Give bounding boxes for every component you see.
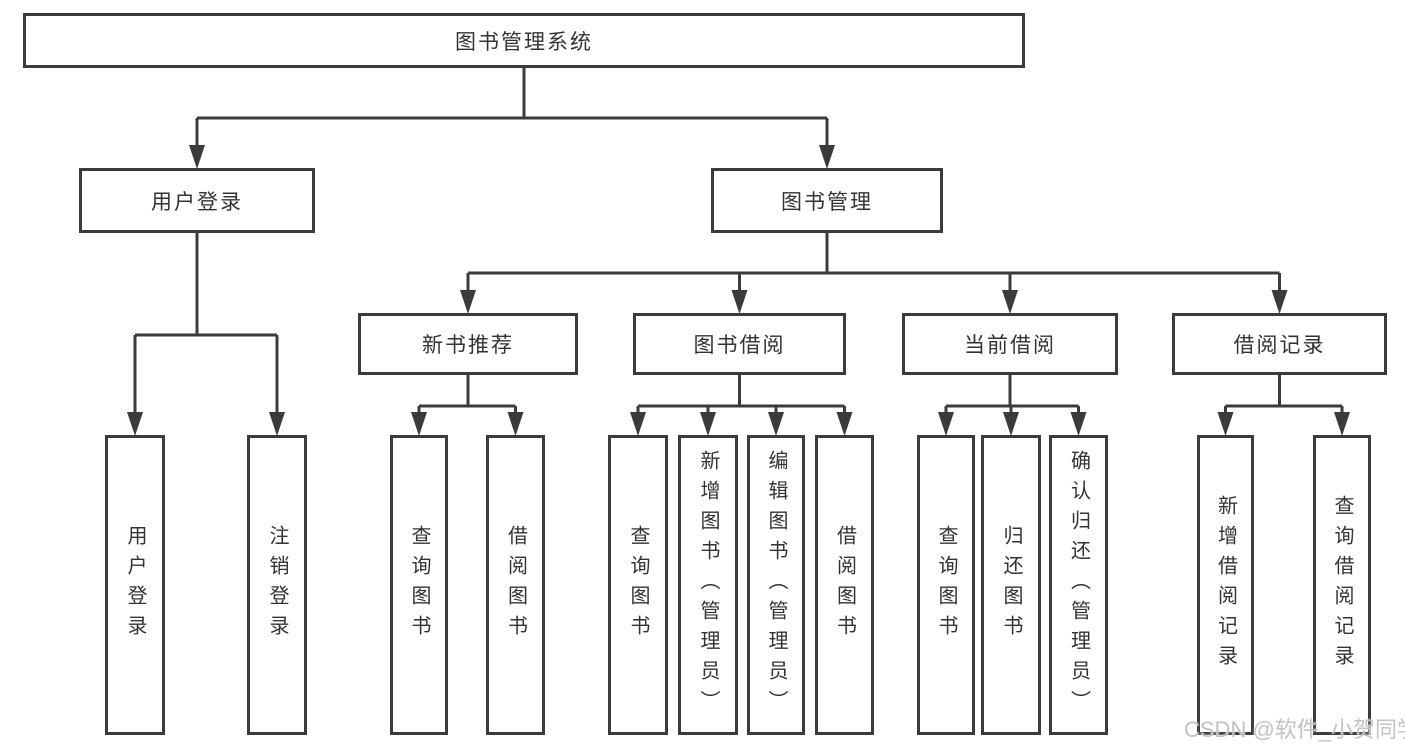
node-label: 注销登录: [266, 525, 288, 645]
arrowhead-leaf-user-login: [127, 412, 143, 436]
node-leaf-add-book: 新增图书（管理员）: [678, 435, 738, 735]
node-label: 查询图书: [935, 525, 957, 645]
node-label: 确认归还（管理员）: [1067, 450, 1090, 720]
node-label: 用户登录: [124, 525, 146, 645]
arrowhead-leaf-logout: [269, 412, 285, 436]
node-leaf-query-borrow-record: 查询借阅记录: [1313, 435, 1371, 735]
node-user-login: 用户登录: [79, 168, 315, 233]
node-leaf-query-book-2: 查询图书: [608, 435, 668, 735]
arrowhead-leaf-query-book-1: [411, 412, 427, 436]
arrowhead-leaf-add-borrow-record: [1217, 412, 1234, 436]
node-label: 借阅图书: [833, 525, 856, 645]
node-new-book-recommend: 新书推荐: [358, 313, 578, 375]
node-leaf-borrow-book-1: 借阅图书: [486, 435, 545, 735]
node-leaf-query-book-3: 查询图书: [917, 435, 975, 735]
node-label: 借阅图书: [504, 525, 527, 645]
node-leaf-borrow-book-2: 借阅图书: [815, 435, 874, 735]
node-label: 新增借阅记录: [1214, 495, 1237, 675]
node-label: 查询图书: [408, 525, 430, 645]
node-leaf-add-borrow-record: 新增借阅记录: [1197, 435, 1254, 735]
node-leaf-edit-book: 编辑图书（管理员）: [747, 435, 805, 735]
node-label: 当前借阅: [964, 334, 1056, 357]
node-label: 图书借阅: [693, 334, 786, 357]
node-leaf-return-book: 归还图书: [981, 435, 1041, 735]
node-current-borrow: 当前借阅: [902, 313, 1118, 375]
node-borrow-records: 借阅记录: [1172, 313, 1387, 375]
arrowhead-leaf-confirm-return: [1070, 412, 1087, 436]
node-label: 查询图书: [627, 525, 649, 645]
arrowhead-leaf-query-book-2: [630, 412, 646, 436]
arrowhead-book-borrow: [731, 290, 748, 314]
watermark: CSDN @软件_小贺同学: [1184, 717, 1405, 742]
arrowhead-book-management: [819, 145, 835, 169]
node-book-borrow: 图书借阅: [633, 313, 846, 375]
arrowhead-leaf-return-book: [1003, 412, 1019, 436]
node-leaf-user-login: 用户登录: [105, 435, 165, 735]
arrowhead-current-borrow: [1002, 290, 1018, 314]
node-label: 编辑图书（管理员）: [765, 450, 787, 720]
node-label: 图书管理系统: [455, 30, 593, 54]
node-book-management: 图书管理: [711, 168, 943, 233]
arrowhead-user-login: [189, 145, 205, 169]
arrowhead-borrow-records: [1271, 290, 1288, 314]
arrowhead-leaf-query-book-3: [938, 412, 954, 436]
arrowhead-leaf-borrow-book-2: [836, 412, 853, 436]
arrowhead-leaf-query-borrow-record: [1334, 412, 1350, 436]
node-root: 图书管理系统: [23, 13, 1025, 68]
node-leaf-logout: 注销登录: [247, 435, 307, 735]
node-label: 用户登录: [151, 190, 243, 214]
node-label: 归还图书: [1000, 525, 1022, 645]
arrowhead-new-book-recommend: [460, 290, 476, 314]
arrowhead-leaf-edit-book: [768, 412, 784, 436]
node-label: 新增图书（管理员）: [697, 450, 719, 720]
node-leaf-query-book-1: 查询图书: [390, 435, 448, 735]
node-label: 查询借阅记录: [1331, 495, 1353, 675]
arrowhead-leaf-borrow-book-1: [507, 412, 524, 436]
node-leaf-confirm-return: 确认归还（管理员）: [1049, 435, 1108, 735]
node-label: 借阅记录: [1233, 334, 1326, 357]
arrowhead-leaf-add-book: [700, 412, 716, 436]
node-label: 图书管理: [781, 190, 873, 214]
node-label: 新书推荐: [422, 334, 514, 357]
